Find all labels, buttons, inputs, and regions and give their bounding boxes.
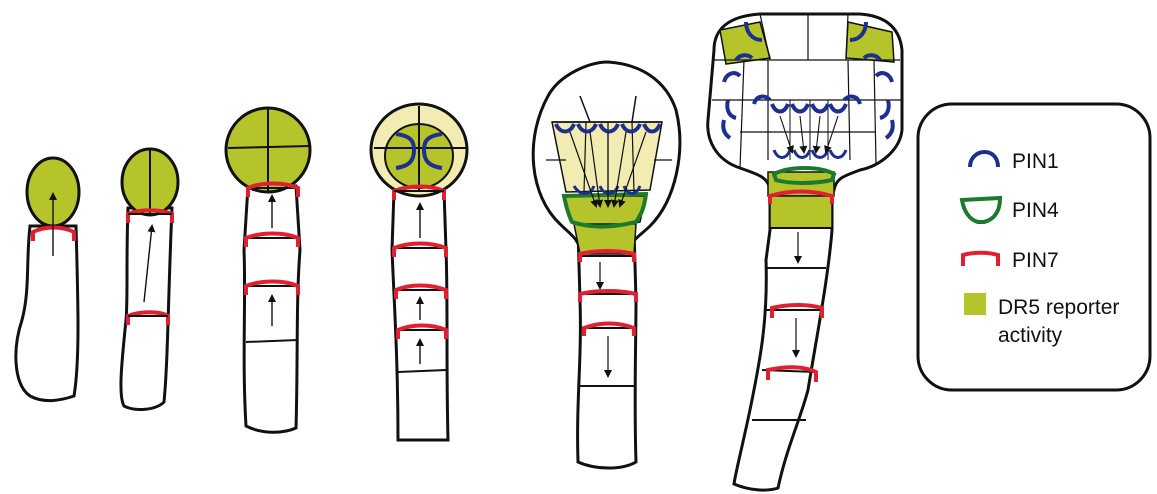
suspensor-1: [16, 226, 78, 401]
legend-label-pin4: PIN4: [1012, 199, 1059, 222]
embryo-stage-5: [533, 62, 680, 468]
embryo-stage-2: [121, 149, 178, 409]
suspensor-5: [578, 230, 636, 468]
embryo-stage-3: [226, 108, 310, 432]
legend-label-pin1: PIN1: [1012, 150, 1059, 173]
embryo-stage-6: [708, 14, 902, 490]
legend-label-dr5-line2: activity: [998, 324, 1063, 347]
embryo-stage-1: [16, 158, 79, 401]
legend-box: [918, 104, 1150, 390]
legend-label-pin7: PIN7: [1012, 249, 1059, 272]
dr5-square-icon: [964, 293, 986, 315]
suspensor-6: [734, 196, 832, 490]
legend-label-dr5-line1: DR5 reporter: [998, 296, 1119, 319]
suspensor-2: [121, 208, 172, 409]
embryo-stage-4: [371, 104, 467, 440]
legend: PIN1 PIN4 PIN7 DR5 reporter activity: [918, 104, 1150, 390]
